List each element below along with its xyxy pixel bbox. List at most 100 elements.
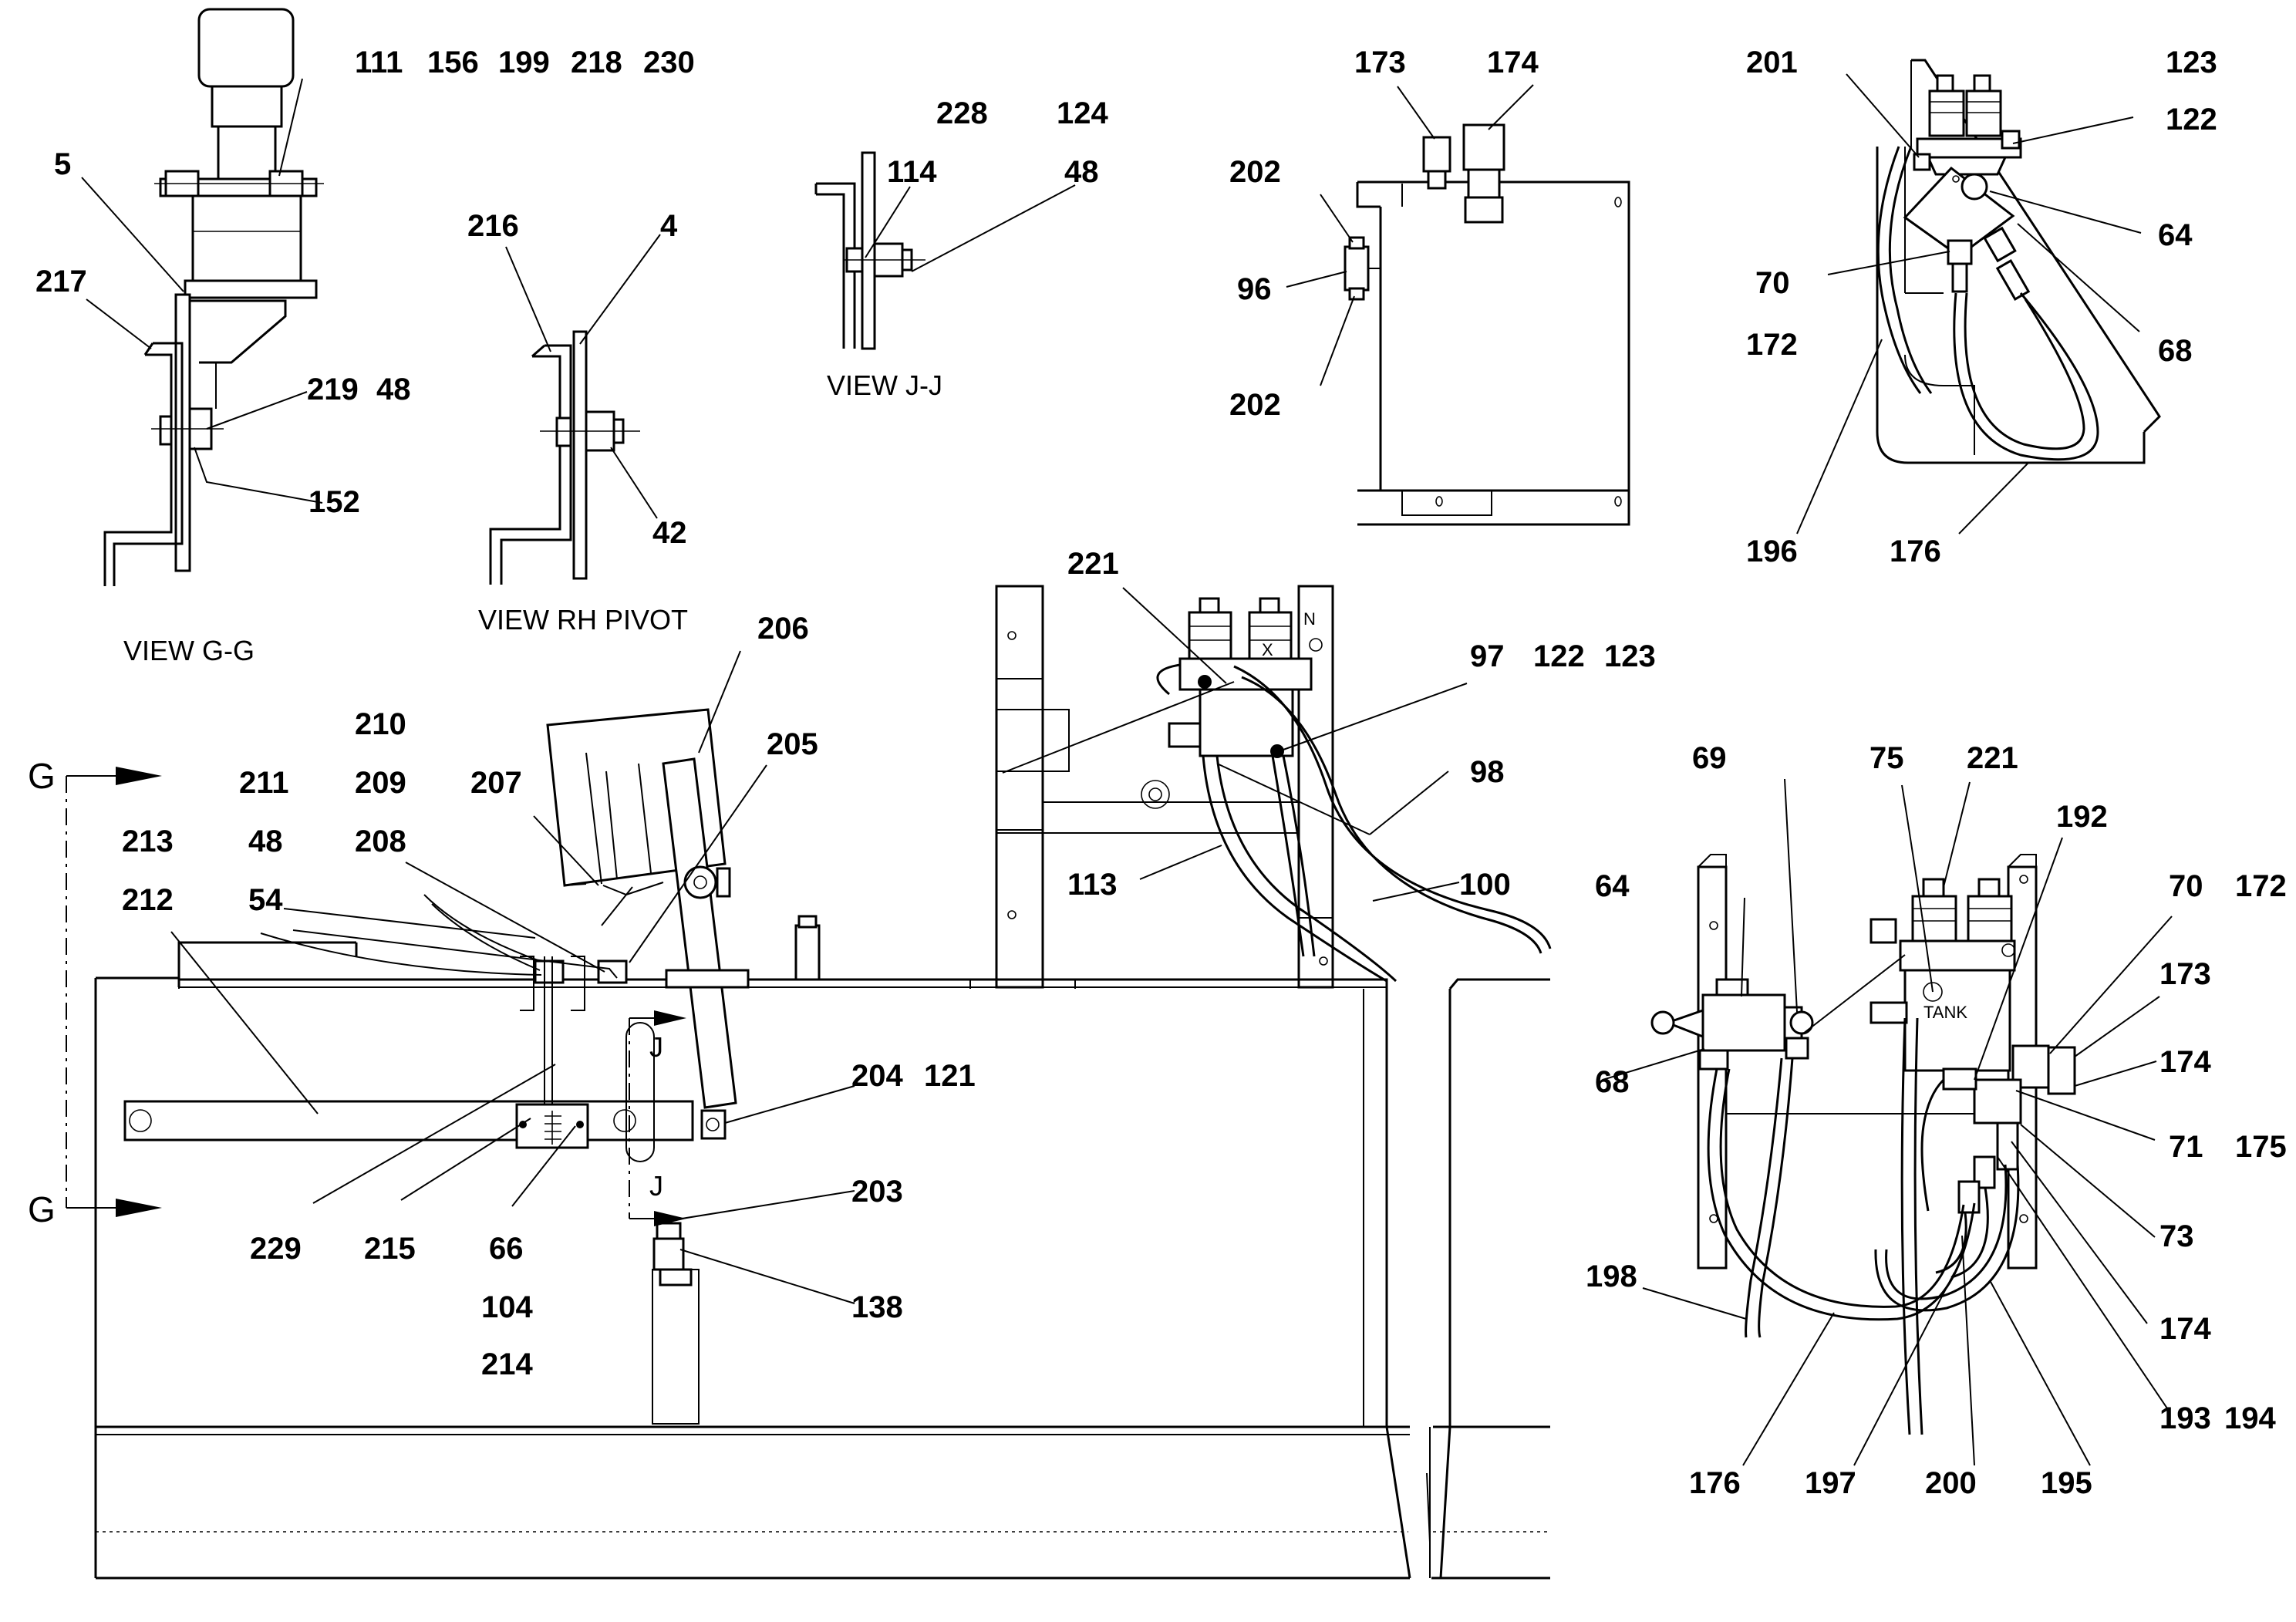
callout-207: 207 [470, 766, 522, 800]
callout-202-upper: 202 [1229, 155, 1281, 189]
callout-201: 201 [1746, 46, 1798, 79]
callout-121: 121 [924, 1059, 976, 1093]
callout-48-jj: 48 [1064, 155, 1099, 189]
callout-124: 124 [1057, 96, 1108, 130]
view-gg-caption: VIEW G-G [123, 635, 255, 666]
callout-230: 230 [643, 46, 695, 79]
callout-206: 206 [757, 612, 809, 646]
callout-176-br: 176 [1689, 1466, 1741, 1500]
callout-174-top: 174 [1487, 46, 1539, 79]
callout-193: 193 [2159, 1401, 2211, 1435]
callout-192: 192 [2056, 800, 2108, 834]
callout-48-main: 48 [248, 824, 283, 858]
callout-205: 205 [767, 727, 818, 761]
callout-214: 214 [481, 1347, 533, 1381]
callout-66: 66 [489, 1232, 524, 1266]
callout-111: 111 [355, 46, 403, 79]
callout-75: 75 [1870, 741, 1904, 775]
callout-218: 218 [571, 46, 622, 79]
callout-219: 219 [307, 373, 359, 406]
callout-54: 54 [248, 883, 283, 917]
callout-210: 210 [355, 707, 406, 741]
callout-174-br-lower: 174 [2159, 1312, 2211, 1346]
view-rh-pivot-leaders [505, 234, 661, 519]
top-right-valve-drawing [1876, 59, 2161, 464]
callout-197: 197 [1805, 1466, 1856, 1500]
tank-label: TANK [1923, 1003, 1967, 1022]
view-jj-leaders [865, 184, 1076, 272]
section-j-bottom: J [649, 1170, 663, 1202]
callout-4: 4 [660, 209, 678, 243]
section-line-g [66, 767, 162, 1217]
callout-172-top: 172 [1746, 328, 1798, 362]
callout-64-top: 64 [2158, 218, 2193, 252]
callout-175: 175 [2235, 1130, 2287, 1164]
view-jj-caption: VIEW J-J [827, 369, 942, 401]
bracket-fitting-drawing [1344, 123, 1630, 526]
main-view-leaders [170, 587, 1468, 1304]
callout-97: 97 [1470, 639, 1505, 673]
callout-221-main: 221 [1067, 547, 1119, 581]
callout-204: 204 [851, 1059, 903, 1093]
callout-122-main: 122 [1533, 639, 1585, 673]
callout-213: 213 [122, 824, 174, 858]
callout-numbers: 111 156 199 218 230 5 217 219 48 152 216… [35, 46, 2287, 1500]
callout-203: 203 [851, 1175, 903, 1209]
callout-64-br: 64 [1595, 869, 1630, 903]
callout-98: 98 [1470, 755, 1505, 789]
callout-211: 211 [239, 766, 289, 800]
callout-68-top: 68 [2158, 334, 2193, 368]
bracket-fitting-leaders [1286, 84, 1534, 386]
bottom-right-valve-leaders [1602, 778, 2173, 1466]
callout-71: 71 [2169, 1130, 2203, 1164]
callout-69: 69 [1692, 741, 1727, 775]
callout-202-lower: 202 [1229, 388, 1281, 422]
callout-195: 195 [2041, 1466, 2092, 1500]
view-rh-pivot-drawing [489, 330, 640, 585]
callout-123-top: 123 [2166, 46, 2217, 79]
callout-113: 113 [1067, 868, 1118, 902]
callout-221-br: 221 [1967, 741, 2018, 775]
callout-48-gg: 48 [376, 373, 411, 406]
callout-194: 194 [2224, 1401, 2276, 1435]
callout-212: 212 [122, 883, 174, 917]
callout-215: 215 [364, 1232, 416, 1266]
callout-209: 209 [355, 766, 406, 800]
callout-173-top: 173 [1354, 46, 1406, 79]
callout-68-br: 68 [1595, 1065, 1630, 1099]
callout-96: 96 [1237, 272, 1272, 306]
callout-114: 114 [887, 155, 937, 189]
view-gg-leaders [81, 78, 323, 504]
callout-208: 208 [355, 824, 406, 858]
callout-196: 196 [1746, 534, 1798, 568]
bottom-right-valve-drawing [1650, 854, 2076, 1435]
callout-152: 152 [308, 485, 360, 519]
callout-199: 199 [498, 46, 550, 79]
valve-mark-n: N [1303, 609, 1316, 629]
section-g-bottom: G [28, 1189, 56, 1229]
section-j-top: J [649, 1031, 663, 1063]
callout-229: 229 [250, 1232, 302, 1266]
section-letters: G G J J TANK N X [28, 609, 1967, 1229]
callout-172-br: 172 [2235, 869, 2287, 903]
callout-104: 104 [481, 1290, 533, 1324]
callout-5: 5 [54, 147, 71, 181]
callout-73: 73 [2159, 1219, 2194, 1253]
callout-217: 217 [35, 265, 87, 298]
view-gg-drawing [103, 8, 324, 586]
callout-100: 100 [1459, 868, 1511, 902]
top-right-valve-leaders [1796, 73, 2142, 534]
callout-176-top: 176 [1890, 534, 1941, 568]
view-rh-pivot-caption: VIEW RH PIVOT [478, 604, 688, 636]
valve-mark-x: X [1262, 640, 1273, 659]
section-g-top: G [28, 756, 56, 796]
callout-42: 42 [652, 516, 687, 550]
callout-123-main: 123 [1604, 639, 1656, 673]
callout-216: 216 [467, 209, 519, 243]
view-captions: VIEW G-G VIEW RH PIVOT VIEW J-J [123, 369, 942, 666]
callout-198: 198 [1586, 1259, 1637, 1293]
callout-156: 156 [427, 46, 479, 79]
callout-138: 138 [851, 1290, 903, 1324]
callout-228: 228 [936, 96, 988, 130]
